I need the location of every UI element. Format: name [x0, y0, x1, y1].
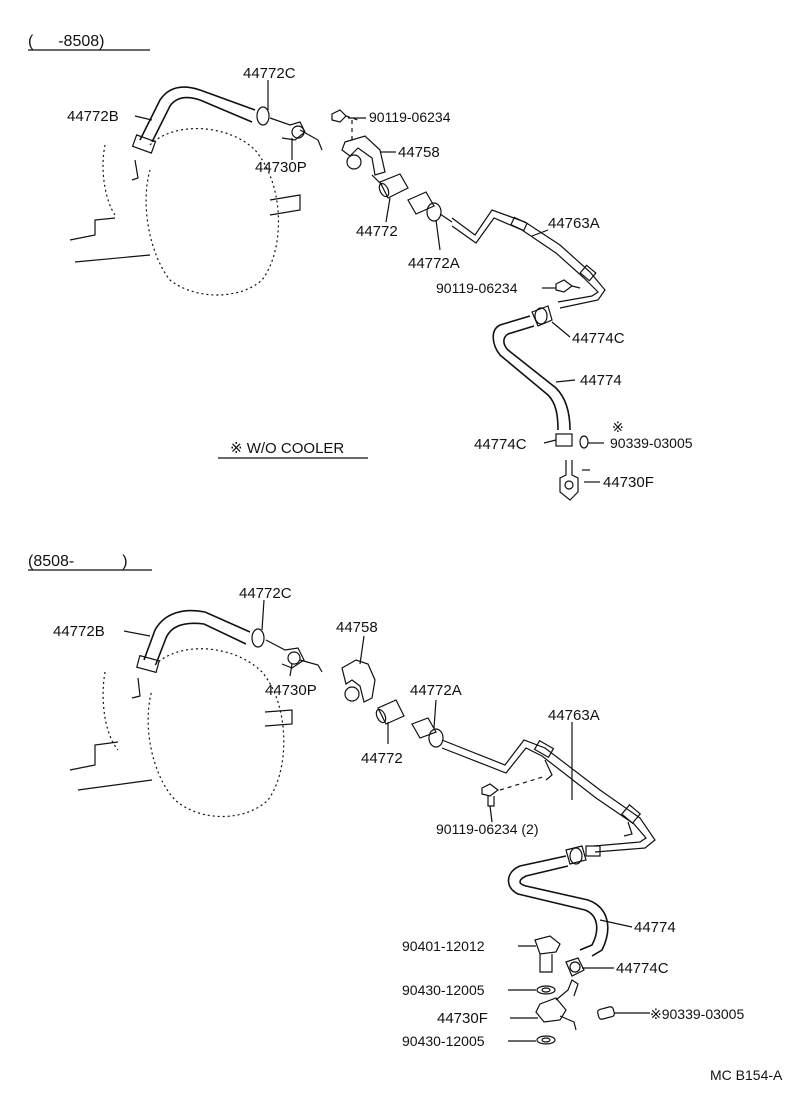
label-44772b-top: 44772B: [67, 108, 119, 125]
label-90430b-bottom: 90430-12005: [402, 1033, 485, 1049]
label-44772b-bottom: 44772B: [53, 623, 105, 640]
label-90339-top: 90339-03005: [610, 435, 693, 451]
label-44772-top: 44772: [356, 223, 398, 240]
label-44772c-top: 44772C: [243, 65, 296, 82]
bottom-leaders: [123, 599, 650, 1042]
top-clamp-44774c-upper: [531, 305, 553, 327]
top-leaders: [134, 80, 604, 483]
label-44763a-bottom: 44763A: [548, 707, 600, 724]
bottom-bracket-44758: [341, 659, 376, 703]
label-44763a-top: 44763A: [548, 215, 600, 232]
label-44758-bottom: 44758: [336, 619, 378, 636]
label-90119b-top: 90119-06234: [436, 280, 518, 296]
top-hose-44772b: [131, 86, 256, 154]
label-90339-bottom: ※90339-03005: [650, 1006, 744, 1022]
bottom-hose-44772: [375, 699, 405, 725]
top-hose-44772: [378, 173, 409, 199]
top-engine-outline: [69, 128, 301, 296]
label-44774c-bottom: 44774C: [616, 960, 669, 977]
top-clamp-44772a: [407, 191, 453, 223]
bottom-clamp-upper: [565, 845, 601, 865]
label-44774c-upper-top: 44774C: [572, 330, 625, 347]
top-pipe-44763a: [451, 209, 606, 309]
bottom-bolt-90119: [481, 775, 547, 807]
bottom-hose-44774: [507, 855, 609, 957]
label-44730p-bottom: 44730P: [265, 682, 317, 699]
bottom-range-label: (8508- ): [28, 553, 128, 570]
label-90119-top: 90119-06234: [369, 109, 451, 125]
label-44772-bottom: 44772: [361, 750, 403, 767]
label-44730f-bottom: 44730F: [437, 1010, 488, 1027]
bottom-clamp-44772a: [411, 717, 444, 748]
label-44758-top: 44758: [398, 144, 440, 161]
figure-code: MC B154-A: [710, 1067, 783, 1083]
top-range-label: ( -8508): [28, 33, 104, 50]
label-44772c-bottom: 44772C: [239, 585, 292, 602]
label-44772a-top: 44772A: [408, 255, 460, 272]
label-90401-bottom: 90401-12012: [402, 938, 485, 954]
bottom-union-44730p: [251, 628, 323, 673]
label-90119-bottom: 90119-06234 (2): [436, 821, 538, 837]
bottom-cap-90339: [597, 1006, 615, 1020]
bottom-clamp-44774c: [565, 957, 585, 977]
top-hose-44774: [492, 315, 571, 431]
label-44774-top: 44774: [580, 372, 622, 389]
bottom-fitting-44730f: [534, 935, 579, 1045]
label-44730p-top: 44730P: [255, 159, 307, 176]
label-asterisk-top: ※: [612, 419, 624, 435]
top-diagram: ( -8508): [28, 33, 693, 501]
top-union-44730p: [256, 106, 323, 151]
bottom-diagram: (8508- ): [28, 553, 744, 1049]
top-fitting-44730f: [555, 433, 590, 501]
bottom-pipe-44763a: [441, 739, 656, 853]
label-44774c-lower-top: 44774C: [474, 436, 527, 453]
note-wo-cooler: ※ W/O COOLER: [230, 440, 344, 457]
bottom-engine-outline: [69, 648, 293, 817]
label-44774-bottom: 44774: [634, 919, 676, 936]
label-44730f-top: 44730F: [603, 474, 654, 491]
bottom-hose-44772b: [136, 609, 251, 674]
label-44772a-bottom: 44772A: [410, 682, 462, 699]
top-bolt-90119: [555, 279, 581, 293]
label-90430a-bottom: 90430-12005: [402, 982, 485, 998]
